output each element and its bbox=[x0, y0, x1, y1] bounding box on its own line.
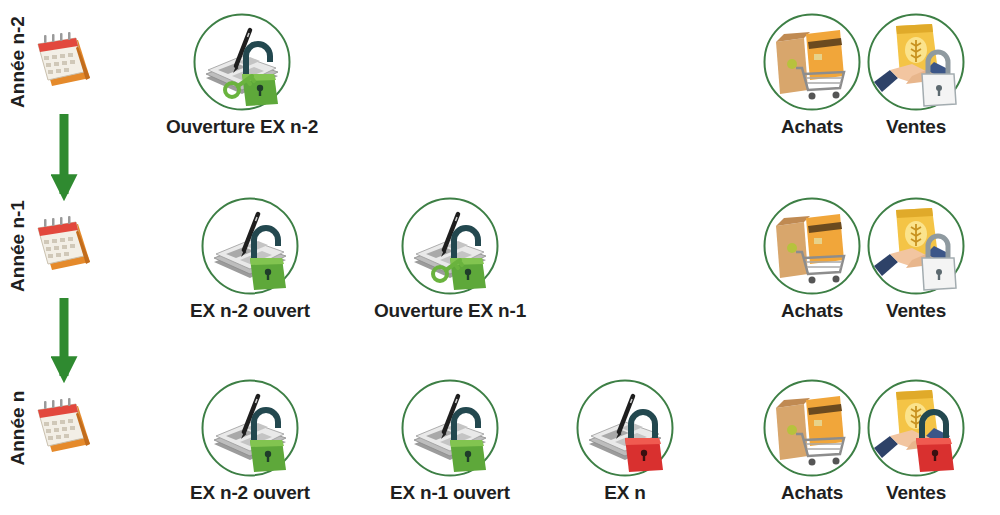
year-label: Année n-1 bbox=[7, 200, 29, 292]
calendar-icon bbox=[38, 216, 90, 270]
year-marker: Année n-2 bbox=[4, 12, 96, 112]
icon-circle-node: Achats bbox=[762, 378, 862, 506]
icon-circle-node: Achats bbox=[762, 12, 862, 140]
step-label: Ventes bbox=[886, 482, 946, 504]
node-illustration bbox=[400, 196, 500, 296]
open-padlock bbox=[250, 410, 286, 472]
key-icon bbox=[225, 76, 254, 97]
step-label: Ouverture EX n-2 bbox=[166, 116, 318, 138]
icon-circle bbox=[765, 15, 860, 110]
purchases-icon bbox=[776, 214, 844, 284]
node-illustration bbox=[200, 196, 300, 296]
node-illustration bbox=[762, 12, 862, 112]
year-label: Année n bbox=[7, 391, 29, 466]
icon-circle-node: EX n-1 ouvert bbox=[387, 378, 513, 506]
icon-circle bbox=[203, 199, 298, 294]
step-label: Achats bbox=[781, 300, 843, 322]
icon-circle bbox=[869, 199, 964, 294]
flow-arrow bbox=[60, 114, 69, 194]
icon-circle bbox=[765, 381, 860, 476]
node-illustration bbox=[200, 378, 300, 478]
closed-padlock bbox=[625, 412, 663, 472]
calendar-icon bbox=[38, 32, 90, 86]
open-padlock bbox=[242, 44, 278, 106]
open-padlock bbox=[250, 228, 286, 290]
icon-circle bbox=[869, 381, 964, 476]
step-label: EX n-2 ouvert bbox=[190, 482, 310, 504]
node-illustration bbox=[575, 378, 675, 478]
icon-circle-node: Ouverture EX n-2 bbox=[163, 12, 322, 140]
step-label: Ventes bbox=[886, 300, 946, 322]
year-marker: Année n-1 bbox=[4, 196, 96, 296]
node-illustration bbox=[34, 216, 94, 276]
icon-circle-node: Achats bbox=[762, 196, 862, 324]
step-label: Ventes bbox=[886, 116, 946, 138]
flow-arrow bbox=[60, 298, 69, 376]
closed-padlock bbox=[922, 236, 956, 290]
purchases-icon bbox=[776, 30, 844, 100]
closed-padlock bbox=[922, 52, 956, 106]
node-illustration bbox=[866, 378, 966, 478]
step-label: EX n bbox=[604, 482, 645, 504]
node-illustration bbox=[400, 378, 500, 478]
node-illustration bbox=[192, 12, 292, 112]
icon-circle-node: Ventes bbox=[866, 196, 966, 324]
key-icon bbox=[433, 260, 462, 281]
icon-circle bbox=[403, 381, 498, 476]
icon-circle bbox=[195, 15, 290, 110]
icon-circle-node: Ventes bbox=[866, 378, 966, 506]
node-illustration bbox=[34, 398, 94, 458]
open-padlock bbox=[450, 410, 486, 472]
step-label: EX n-2 ouvert bbox=[190, 300, 310, 322]
closed-padlock bbox=[916, 412, 954, 472]
icon-circle bbox=[403, 199, 498, 294]
icon-circle-node: Ouverture EX n-1 bbox=[371, 196, 530, 324]
step-label: Achats bbox=[781, 116, 843, 138]
node-illustration bbox=[34, 32, 94, 92]
icon-circle-node: EX n-2 ouvert bbox=[187, 196, 313, 324]
icon-circle-node: EX n-2 ouvert bbox=[187, 378, 313, 506]
step-label: EX n-1 ouvert bbox=[390, 482, 510, 504]
icon-circle bbox=[203, 381, 298, 476]
icon-circle-node: Ventes bbox=[866, 12, 966, 140]
step-label: Achats bbox=[781, 482, 843, 504]
icon-circle bbox=[869, 15, 964, 110]
node-illustration bbox=[762, 378, 862, 478]
node-illustration bbox=[866, 196, 966, 296]
open-padlock bbox=[450, 228, 486, 290]
step-label: Ouverture EX n-1 bbox=[374, 300, 526, 322]
year-marker: Année n bbox=[4, 378, 96, 478]
year-label: Année n-2 bbox=[7, 16, 29, 108]
icon-circle bbox=[765, 199, 860, 294]
icon-circle-node: EX n bbox=[575, 378, 675, 506]
node-illustration bbox=[762, 196, 862, 296]
calendar-icon bbox=[38, 398, 90, 452]
icon-circle bbox=[578, 381, 673, 476]
purchases-icon bbox=[776, 396, 844, 466]
node-illustration bbox=[866, 12, 966, 112]
